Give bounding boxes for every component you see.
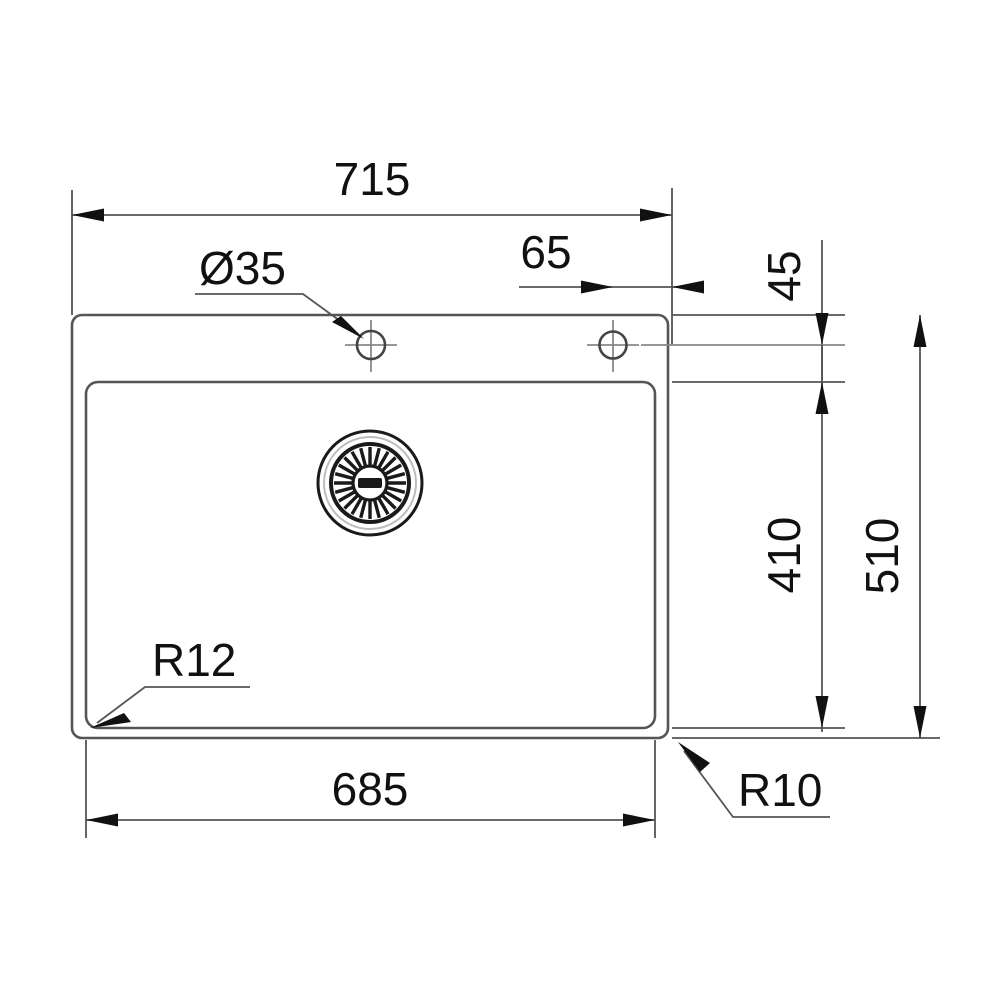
dim-label-diameter-35: Ø35 (199, 242, 286, 294)
drain-slot-screw (358, 478, 382, 488)
sink-outer-outline (70, 313, 670, 740)
callout-bowl-radius-r12: R12 (90, 634, 250, 728)
dimension-overall-depth-510: 510 (672, 315, 940, 739)
arrowhead-685-left (86, 813, 118, 827)
arrowhead-510-down (913, 706, 927, 738)
arrowhead-510-up (913, 315, 927, 347)
dim-label-685: 685 (332, 763, 409, 815)
arrowhead-410-up (815, 382, 829, 414)
leader-line-r12 (96, 686, 250, 724)
dimension-top-ledge-45: 45 (641, 240, 845, 398)
arrowhead-685-right (623, 813, 655, 827)
leader-line-r10 (683, 750, 830, 818)
right-tap-hole (587, 320, 639, 372)
dim-label-r12: R12 (152, 634, 236, 686)
left-tap-hole (345, 320, 397, 372)
dimension-overall-width-715: 715 (71, 153, 673, 345)
arrowhead-65-inner (581, 280, 613, 294)
arrowhead-715-left (72, 208, 104, 222)
dim-label-65: 65 (520, 226, 571, 278)
arrowhead-r10 (678, 742, 710, 772)
dim-label-r10: R10 (738, 764, 822, 816)
left-tap-hole-circle (355, 329, 387, 361)
arrowhead-r12 (90, 713, 131, 728)
right-tap-hole-circle (598, 330, 628, 360)
arrowhead-410-down (815, 696, 829, 728)
arrowhead-diameter-35 (332, 316, 364, 339)
callout-outer-radius-r10: R10 (678, 742, 830, 818)
dimension-bowl-depth-410: 410 (672, 345, 845, 732)
dimension-hole-offset-65: 65 (519, 226, 704, 294)
arrowhead-45-down (815, 313, 829, 345)
dim-label-715: 715 (334, 153, 411, 205)
callout-tap-hole-diameter: Ø35 (195, 242, 364, 339)
dim-label-45: 45 (758, 250, 810, 301)
outer-flange-path (70, 313, 670, 740)
arrowhead-715-right (640, 208, 672, 222)
arrowhead-65-outer (672, 280, 704, 294)
dimension-bowl-width-685: 685 (85, 740, 656, 838)
dim-label-510: 510 (856, 518, 908, 595)
dim-label-410: 410 (758, 517, 810, 594)
sink-bowl-outline (84, 380, 657, 730)
drain-waste-assembly (316, 429, 424, 537)
drain-radial-slots (334, 447, 406, 519)
bowl-opening-path (84, 380, 657, 730)
